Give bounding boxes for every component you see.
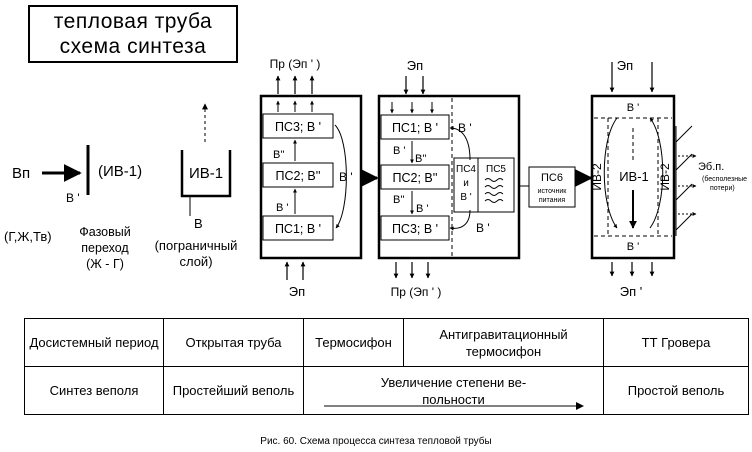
title-line-1: тепловая труба (53, 10, 213, 33)
diagram-title: тепловая труба схема синтеза (28, 5, 238, 63)
power-source-box (528, 166, 576, 208)
ps1-box-b (380, 114, 450, 140)
ps1-label-b: ПС1; В ' (392, 121, 438, 135)
table-row: Досистемный период Открытая труба Термос… (24, 318, 749, 367)
ep-label-bottom-a: Эп (289, 284, 305, 299)
progression-line-2: польности (422, 391, 485, 407)
ebp-label: Эб.п. (698, 161, 724, 173)
circulation-left-arrow (603, 117, 618, 229)
v-prime-side-b: В ' (458, 121, 472, 135)
anti-thermosiphon-inner-arrows (390, 102, 434, 114)
v-prime-side-c: В ' (476, 221, 490, 235)
v-dprime-label-a: В'' (273, 149, 285, 161)
table-cell: Досистемный период (24, 318, 164, 367)
iv2-left-label: ИВ-2 (590, 163, 604, 191)
ep-label-top-c: Эп (617, 58, 633, 73)
ep-label-top-b: Эп (407, 58, 423, 73)
ps4-label-1: ПС4 (456, 164, 476, 175)
pr-ep-bottom-label: Пр (Эп ' ) (391, 285, 442, 299)
condensate-return-arrow (334, 124, 347, 229)
ps2-box-b (380, 164, 450, 190)
progression-arrow (324, 402, 584, 410)
iv1-paren-label: (ИВ-1) (98, 163, 142, 180)
ps4-ps5-box (453, 157, 515, 213)
heat-pipe-synthesis-diagram: Вп (ИВ-1) В ' (Г,Ж,Тв) Фазовый переход (… (4, 57, 747, 299)
table-cell: Термосифон (303, 318, 404, 367)
table-cell: ТТ Гровера (603, 318, 749, 367)
ps2-label-b: ПС2; В'' (392, 171, 437, 185)
v-prime-label-a: В ' (276, 202, 289, 214)
table-cell: Антигравитационный термосифон (403, 318, 604, 367)
power-label-2: питания (539, 197, 565, 204)
ps3-label-b: ПС3; В ' (392, 222, 438, 236)
iv1-box-label: ИВ-1 (189, 165, 223, 182)
ps1-label-a: ПС1; В ' (275, 222, 321, 236)
wick-return-arrow-bottom (449, 209, 471, 231)
table-cell-progression: Увеличение степени ве- польности (303, 366, 604, 415)
ps3-box-b (380, 215, 450, 241)
states-label: (Г,Ж,Тв) (4, 229, 52, 244)
ps6-label: ПС6 (541, 172, 563, 184)
ps5-label: ПС5 (486, 164, 506, 175)
v-dprime-label-b: В'' (415, 153, 427, 165)
grover-pipe-box (590, 94, 676, 260)
boundary-label-2: слой) (179, 254, 212, 269)
grover-loss-fins (675, 125, 697, 236)
iv2-right-label: ИВ-2 (658, 163, 672, 191)
phase-label-2: переход (81, 241, 129, 255)
table-cell: Синтез веполя (24, 366, 164, 415)
losses-label-2: потери) (710, 185, 735, 192)
heater-coil-icon (484, 178, 504, 203)
v-prime-side-a: В ' (339, 170, 353, 184)
title-line-2: схема синтеза (59, 35, 207, 58)
ps1-box (262, 215, 334, 241)
v-prime-label-b: В ' (393, 145, 406, 157)
ps2-box (262, 162, 334, 188)
wick-return-arrow-top (449, 126, 471, 161)
progression-line-1: Увеличение степени ве- (380, 374, 527, 390)
ep-prime-label: Эп ' (620, 284, 642, 299)
ps2-label-a: ПС2; В'' (275, 169, 320, 183)
table-cell: Открытая труба (163, 318, 304, 367)
thermosiphon-in-arrows (284, 261, 306, 280)
ps3-label-a: ПС3; В ' (275, 120, 321, 134)
anti-thermosiphon-in-arrows (403, 76, 426, 95)
figure-caption: Рис. 60. Схема процесса синтеза тепловой… (260, 436, 492, 447)
ps4-label-3: В ' (460, 192, 471, 203)
thermosiphon-inner-arrows-top (276, 100, 314, 112)
phase-label-3: (Ж - Г) (86, 257, 124, 271)
v-prime-label-c: В ' (416, 203, 429, 215)
anti-thermosiphon-out-arrows (393, 262, 431, 279)
iv1-grover-label: ИВ-1 (619, 169, 649, 184)
ps4-label-2: и (463, 178, 469, 189)
v-p-label: Вп (12, 165, 30, 182)
grover-in-arrows (609, 62, 655, 93)
ps3-box (262, 113, 334, 139)
b-label: В (194, 216, 203, 231)
table-cell: Простой веполь (603, 366, 749, 415)
table-cell: Простейший веполь (163, 366, 304, 415)
thermosiphon-out-arrows (275, 75, 315, 94)
losses-label-1: (бесполезные (702, 175, 747, 183)
power-label-1: источник (538, 188, 568, 195)
open-vessel (180, 150, 232, 198)
table-row: Синтез веполя Простейший веполь Увеличен… (24, 366, 749, 415)
stages-table: Досистемный период Открытая труба Термос… (24, 318, 749, 415)
v-dprime-label-c: В'' (393, 194, 405, 206)
pr-ep-top-label: Пр (Эп ' ) (270, 57, 321, 71)
phase-label-1: Фазовый (79, 225, 130, 239)
anti-thermosiphon-box (377, 94, 521, 260)
boundary-label-1: (пограничный (155, 238, 238, 253)
v-prime-grover-top: В ' (627, 102, 640, 114)
v-prime-label-1: В ' (66, 191, 80, 205)
grover-out-arrows (609, 262, 655, 277)
circulation-right-arrow (649, 117, 664, 229)
v-prime-grover-bottom: В ' (627, 241, 640, 253)
